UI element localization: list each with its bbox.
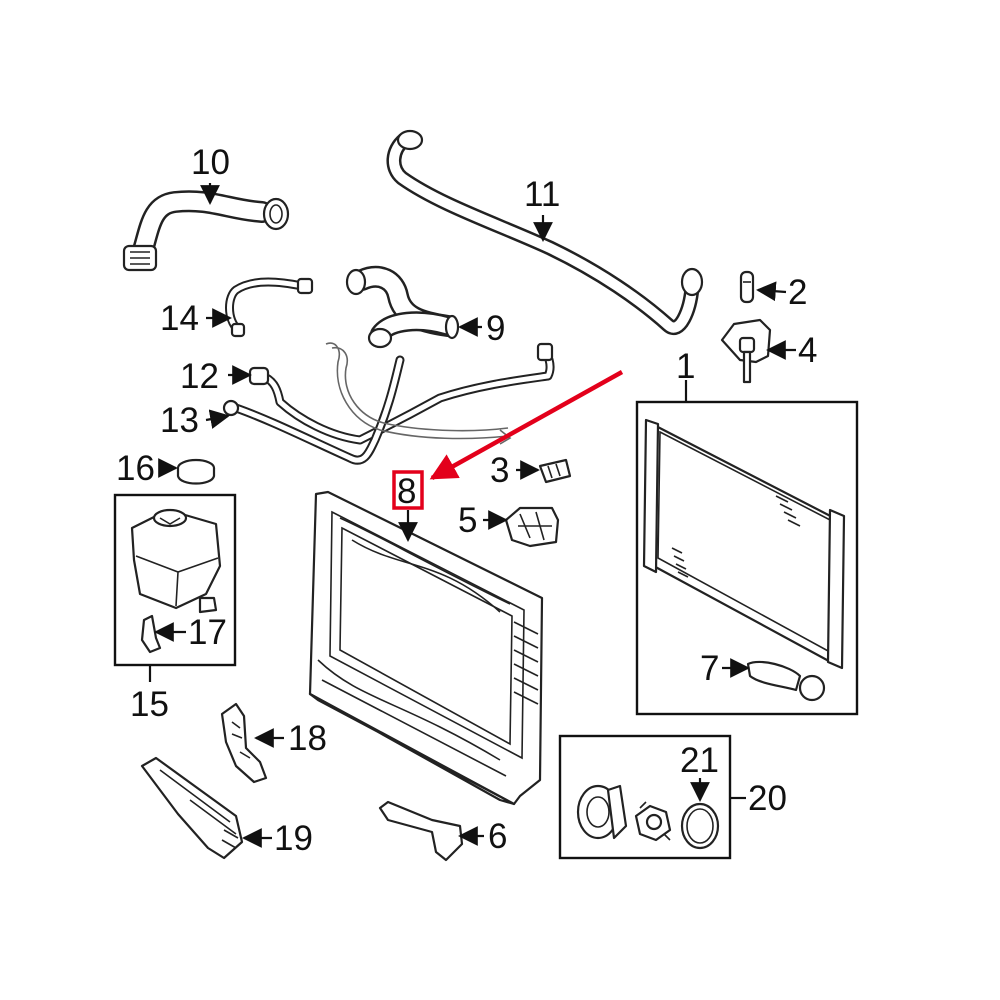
callout-6: 6	[488, 817, 507, 856]
highlight-arrow	[429, 370, 624, 480]
part-9-hose-assembly[interactable]	[345, 265, 460, 349]
part-17-sensor[interactable]	[140, 614, 162, 654]
callout-4: 4	[798, 331, 817, 370]
callout-17: 17	[188, 613, 227, 652]
callout-15: 15	[130, 685, 169, 724]
part-12-coolant-line[interactable]	[248, 342, 555, 445]
callout-1: 1	[676, 347, 695, 386]
callout-5: 5	[458, 501, 477, 540]
part-7-drain-plug[interactable]	[746, 660, 826, 702]
callout-7: 7	[700, 649, 719, 688]
part-5-mount[interactable]	[504, 506, 560, 548]
part-3-clip[interactable]	[538, 458, 572, 484]
thermostat-housing[interactable]	[576, 784, 628, 840]
callout-12: 12	[180, 357, 219, 396]
part-2-sensor[interactable]	[739, 270, 755, 304]
part-4-bracket[interactable]	[720, 318, 772, 384]
callout-3: 3	[490, 451, 509, 490]
callout-13: 13	[160, 401, 199, 440]
callout-21: 21	[680, 741, 719, 780]
callout-9: 9	[486, 309, 505, 348]
callout-14: 14	[160, 299, 199, 338]
part-11-long-pipe[interactable]	[386, 129, 704, 335]
callout-11: 11	[524, 175, 560, 214]
group-1-radiator	[635, 400, 859, 716]
callout-20: 20	[748, 779, 787, 818]
callout-8[interactable]: 8	[397, 472, 416, 511]
callout-2: 2	[788, 273, 807, 312]
callout-18: 18	[288, 719, 327, 758]
leader-lines	[148, 183, 796, 848]
highlight-indicator	[392, 370, 624, 510]
part-8-frame[interactable]	[308, 490, 544, 806]
callout-19: 19	[274, 819, 313, 858]
part-21-o-ring[interactable]	[680, 802, 720, 850]
expansion-tank[interactable]	[130, 508, 222, 614]
radiator-core[interactable]	[642, 418, 846, 670]
part-14-bent-tube[interactable]	[225, 277, 314, 338]
part-10-upper-hose[interactable]	[122, 190, 290, 272]
group-15-expansion-tank	[113, 493, 237, 667]
callout-10: 10	[191, 143, 230, 182]
thermostat[interactable]	[634, 801, 672, 842]
callout-16: 16	[116, 449, 155, 488]
callout-labels: 10 11 2 4 1 14 9 12 13 16 3 8 5 17 15 7 …	[116, 143, 817, 858]
part-18-bracket[interactable]	[220, 702, 268, 784]
part-6-bracket[interactable]	[378, 800, 464, 862]
part-16-cap[interactable]	[176, 458, 216, 485]
highlight-box	[392, 470, 424, 510]
ghost-hose-outline	[325, 342, 512, 445]
part-19-air-duct[interactable]	[140, 756, 244, 860]
